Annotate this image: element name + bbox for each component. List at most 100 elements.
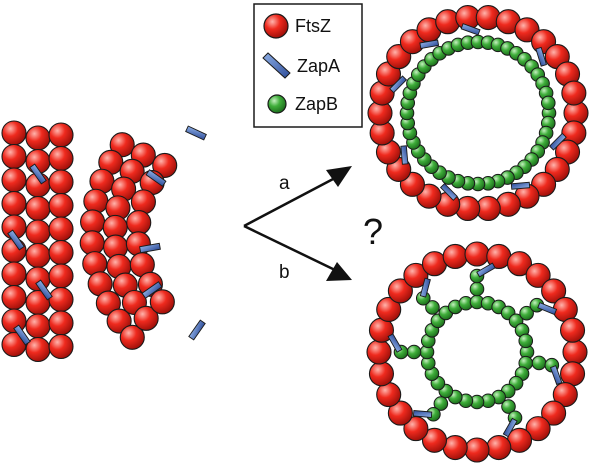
zapa-protein [439, 182, 458, 201]
ftsz-subunit [109, 132, 135, 158]
legend: FtsZ ZapA ZapB [253, 3, 363, 128]
legend-item-zapa: ZapA [262, 52, 340, 79]
ftsz-subunit [48, 263, 74, 289]
pathway-label-a: a [279, 173, 290, 194]
legend-label-zapb: ZapB [295, 94, 338, 114]
zapa-protein [502, 417, 518, 438]
ftsz-subunit [25, 125, 51, 151]
ftsz-subunit [541, 278, 567, 304]
ftsz-subunit [48, 192, 74, 219]
ftsz-subunit [486, 434, 512, 461]
ftsz-subunit [525, 262, 551, 288]
ftsz-subunit [25, 219, 51, 245]
legend-item-ftsz: FtsZ [263, 13, 331, 39]
zapa-protein [537, 302, 558, 316]
straight-protofilament-bundle [1, 120, 74, 363]
zapb-sphere-icon [267, 94, 287, 114]
pathway-arrows: a b ? [243, 166, 383, 283]
zapa-protein [35, 279, 53, 301]
question-mark: ? [363, 211, 383, 252]
ring-model-a [367, 4, 589, 222]
zapa-protein [13, 324, 31, 346]
ftsz-subunit [403, 262, 429, 288]
ftsz-sphere-icon [263, 13, 289, 39]
ftsz-subunit [562, 339, 588, 365]
zapa-protein [535, 46, 547, 67]
pathway-label-b: b [279, 262, 290, 283]
zapb-subunit [425, 300, 440, 315]
zapb-subunit [519, 305, 534, 321]
zapa-protein [29, 163, 47, 185]
zapa-protein [139, 242, 161, 254]
zapa-protein [419, 277, 431, 298]
ftsz-subunit [149, 289, 175, 315]
ftsz-subunit [387, 400, 413, 426]
zapa-protein [412, 409, 433, 419]
ftsz-subunit [25, 242, 51, 269]
zapa-protein [548, 132, 567, 151]
ftsz-subunit [421, 427, 448, 453]
ftsz-subunit [48, 169, 74, 195]
ftsz-subunit [366, 339, 392, 365]
ftsz-subunit [48, 122, 74, 148]
ftsz-subunit [48, 310, 74, 336]
ftsz-subunit [48, 216, 74, 242]
ftsz-subunit [1, 261, 27, 287]
zapa-protein [476, 262, 496, 278]
legend-label-ftsz: FtsZ [295, 16, 331, 36]
ftsz-subunit [83, 188, 109, 214]
ftsz-subunit [464, 241, 490, 267]
ftsz-subunit [387, 278, 413, 304]
arrow-b-shaft [243, 224, 336, 272]
zapa-protein [549, 365, 563, 386]
zapb-subunit [469, 281, 485, 297]
zapa-protein [460, 23, 481, 36]
ftsz-subunit [525, 416, 551, 442]
ftsz-subunit [25, 313, 51, 339]
ftsz-subunit [1, 120, 27, 146]
zapa-protein [141, 281, 163, 299]
zapb-subunit [406, 344, 422, 360]
ftsz-subunit [152, 152, 178, 178]
zapb-subunit [433, 396, 449, 411]
zapb-subunit [501, 399, 516, 414]
ftsz-subunit [48, 286, 74, 313]
ftsz-subunit [376, 296, 402, 323]
ftsz-subunit [130, 189, 156, 215]
ftsz-subunit [25, 195, 51, 222]
ftsz-subunit [552, 381, 578, 408]
arrow-a-shaft [243, 176, 336, 228]
ftsz-subunit [48, 239, 74, 266]
ftsz-subunit [125, 231, 151, 257]
zapb-subunit [531, 355, 547, 371]
zapa-protein [185, 125, 207, 141]
arrow-a-head [326, 166, 352, 187]
arrow-b-head [326, 262, 352, 281]
ftsz-subunit [561, 80, 587, 106]
curved-protofilament-bundle [79, 125, 207, 350]
zapa-protein [145, 169, 167, 187]
ftsz-subunit [1, 190, 27, 217]
zapa-protein [510, 181, 531, 190]
zapa-bar-icon [262, 52, 291, 79]
ftsz-subunit [79, 230, 105, 256]
legend-item-zapb: ZapB [267, 94, 338, 114]
zapb-subunit [540, 95, 556, 111]
zapa-protein [387, 333, 403, 353]
zapa-protein [188, 319, 206, 341]
ftsz-subunit [1, 143, 27, 170]
ftsz-subunit [48, 145, 74, 172]
ftsz-subunit [126, 210, 152, 236]
ftsz-subunit [541, 400, 567, 426]
ftsz-subunit [559, 317, 586, 343]
ftsz-subunit [119, 324, 145, 350]
ring-model-b [366, 241, 588, 463]
zapa-protein [419, 39, 440, 49]
zapa-protein [7, 229, 25, 251]
ftsz-subunit [368, 361, 395, 387]
ftsz-subunit [1, 284, 27, 311]
zapb-subunit [518, 333, 534, 349]
legend-label-zapa: ZapA [297, 56, 340, 76]
zapa-protein [400, 145, 409, 165]
